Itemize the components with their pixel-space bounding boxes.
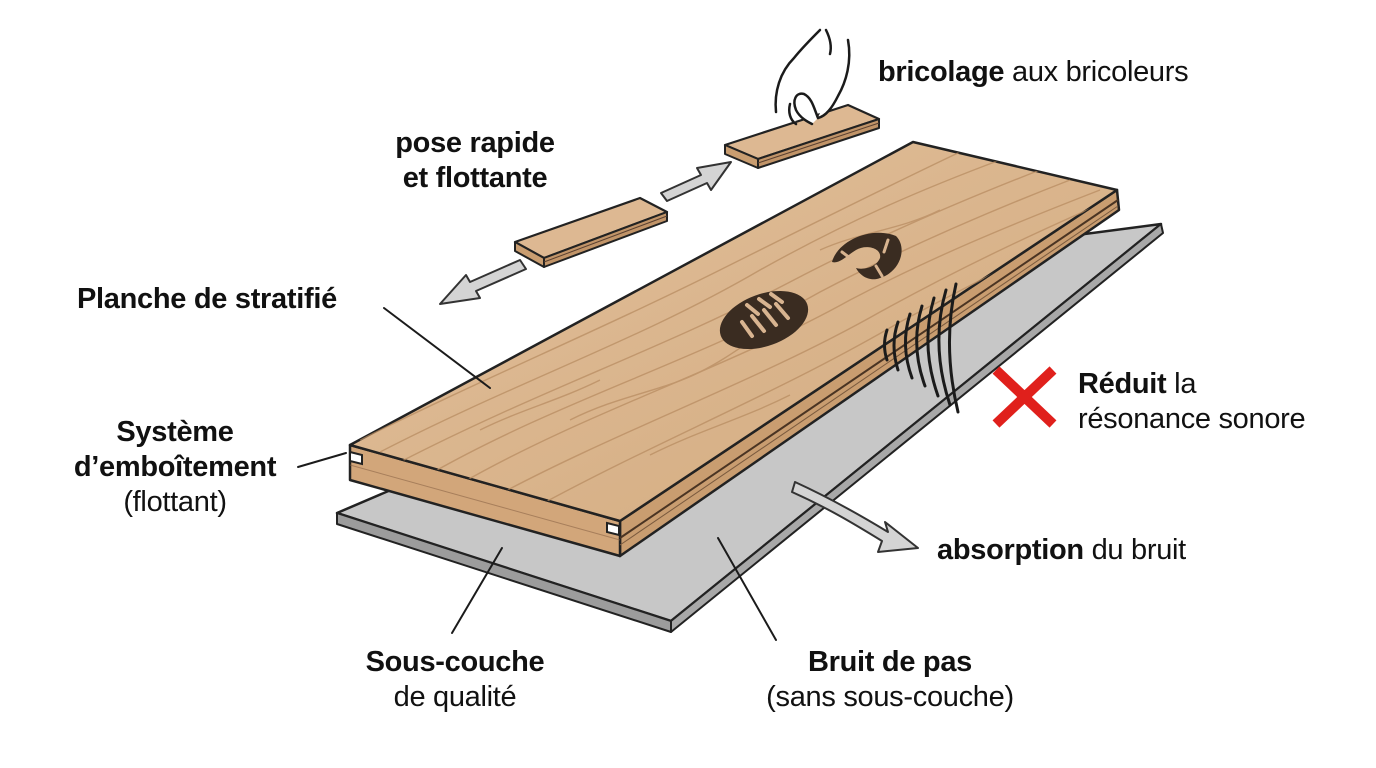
label-bruit-line1: Bruit de pas <box>808 646 972 678</box>
footprint-icon <box>719 232 902 350</box>
label-planche: Planche de stratifié <box>77 282 337 317</box>
label-absorption-rest: du bruit <box>1083 534 1187 566</box>
label-bricolage-bold: bricolage <box>878 56 1005 88</box>
small-plank-left <box>513 196 669 268</box>
label-systeme-line3: (flottant) <box>123 486 227 518</box>
label-pose-line2: et flottante <box>402 162 548 194</box>
red-x-icon <box>992 366 1057 428</box>
label-systeme-line2: d’emboîtement <box>73 451 277 483</box>
label-planche-text: Planche de stratifié <box>77 283 337 315</box>
hand-icon <box>774 28 851 126</box>
label-systeme-line1: Système <box>116 416 234 448</box>
label-reduit-line2: résonance sonore <box>1078 403 1306 435</box>
leader-lines <box>297 307 777 641</box>
sound-waves-icon <box>883 282 960 414</box>
label-bruit-line2: (sans sous-couche) <box>766 681 1014 713</box>
label-souscouche-line2: de qualité <box>393 681 517 713</box>
label-bricolage: bricolage aux bricoleurs <box>878 55 1189 90</box>
label-absorption: absorption du bruit <box>937 533 1186 568</box>
arrow-icon <box>439 161 919 553</box>
label-bruit: Bruit de pas(sans sous-couche) <box>742 645 1038 715</box>
label-absorption-bold: absorption <box>937 534 1084 566</box>
label-souscouche-line1: Sous-couche <box>365 646 545 678</box>
label-reduit-bold: Réduit <box>1078 368 1167 400</box>
label-pose-line1: pose rapide <box>395 127 555 159</box>
label-reduit-rest: la <box>1166 368 1197 400</box>
label-bricolage-rest: aux bricoleurs <box>1004 56 1189 88</box>
